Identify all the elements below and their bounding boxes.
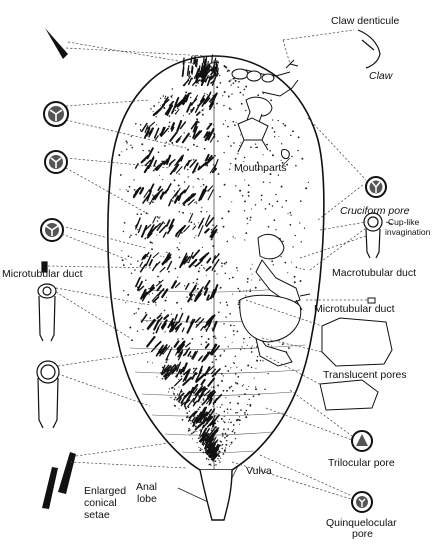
label-cruciform-pore: Cruciform pore	[340, 205, 410, 217]
abdominal-plates	[239, 294, 302, 343]
microtubular-duct-small-icon	[367, 297, 376, 304]
label-cup-like-1: Cup-like	[388, 217, 419, 227]
label-microtubular-duct-right: Microtubular duct	[314, 303, 395, 315]
tubular-duct-icon-1	[37, 283, 57, 342]
labels: Claw denticule Claw Mouthparts Cruciform…	[2, 15, 431, 540]
translucent-pores-plate-1	[321, 317, 393, 367]
label-claw-denticule: Claw denticule	[331, 15, 399, 27]
label-anal-lobe-1: Anal	[136, 481, 157, 493]
label-translucent-pores: Translucent pores	[323, 369, 407, 381]
cruciform-pore-icon	[365, 176, 387, 198]
pore-icon-2	[44, 150, 68, 174]
label-enlarged-2: conical	[84, 497, 117, 509]
trilocular-pore-icon	[351, 430, 373, 452]
claw-icon	[357, 29, 381, 69]
translucent-pores-plate-2	[319, 379, 379, 411]
posterior-end	[199, 469, 233, 521]
pore-icon-3	[40, 218, 64, 242]
enlarged-seta-icon	[42, 452, 76, 509]
label-anal-lobe-2: lobe	[137, 493, 157, 505]
microtubular-duct-icon	[41, 261, 48, 273]
pore-icon-1	[43, 101, 69, 127]
mouthparts-structure	[237, 117, 290, 159]
label-microtubular-duct-left: Microtubular duct	[2, 268, 83, 280]
cuticle-texture	[118, 54, 380, 467]
label-claw: Claw	[369, 70, 394, 82]
label-quinquelocular-2: pore	[352, 528, 373, 540]
label-quinquelocular-1: Quinquelocular	[326, 517, 397, 529]
label-enlarged-1: Enlarged	[84, 485, 126, 497]
conical-seta-icon	[45, 28, 68, 59]
tubular-duct-icon-2	[36, 360, 60, 429]
label-mouthparts: Mouthparts	[234, 162, 287, 174]
label-cup-like-2: invagination	[385, 227, 431, 237]
quinquelocular-pore-icon	[351, 491, 373, 513]
label-macrotubular-duct: Macrotubular duct	[332, 267, 416, 279]
label-vulva: Vulva	[246, 465, 272, 477]
hind-legs	[253, 233, 311, 367]
label-trilocular-pore: Trilocular pore	[328, 457, 395, 469]
macrotubular-duct-icon	[363, 212, 383, 259]
leader-lines	[47, 29, 393, 503]
label-enlarged-3: setae	[84, 509, 110, 521]
insect-body	[107, 54, 380, 521]
